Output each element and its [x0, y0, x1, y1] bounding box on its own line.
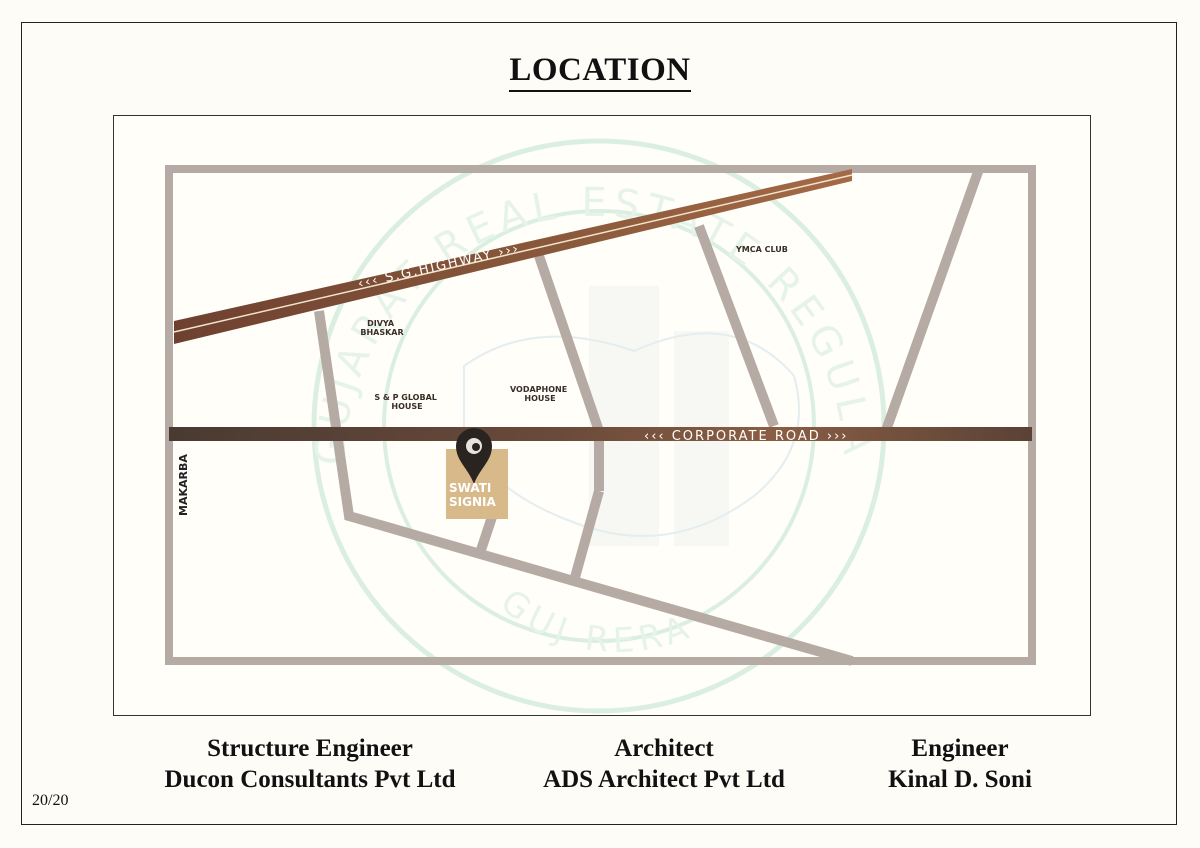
credit-name: Kinal D. Soni	[888, 766, 1032, 793]
svg-text:GUJ RERA: GUJ RERA	[493, 582, 699, 662]
sg-highway	[174, 169, 852, 344]
location-map: GUJARAT REAL ESTATE REGULATORY AUTHORITY…	[113, 115, 1091, 716]
credit-role: Engineer	[911, 735, 1009, 762]
ring-road	[165, 165, 1036, 665]
credit-role: Structure Engineer	[207, 735, 413, 762]
credit-architect: Architect ADS Architect Pvt Ltd	[514, 733, 814, 795]
location-pin-icon	[456, 428, 492, 484]
vodaphone-house-label: VODAPHONE HOUSE	[510, 385, 570, 403]
corporate-road	[169, 427, 1032, 441]
map-svg: GUJARAT REAL ESTATE REGULATORY AUTHORITY…	[114, 116, 1036, 714]
page-title: LOCATION	[0, 52, 1200, 92]
credit-role: Architect	[614, 735, 714, 762]
credit-name: Ducon Consultants Pvt Ltd	[164, 766, 456, 793]
watermark-bottom-text: GUJ RERA	[493, 582, 693, 662]
divya-bhaskar-label: DIVYA BHASKAR	[360, 319, 403, 337]
credit-name: ADS Architect Pvt Ltd	[543, 766, 785, 793]
page-number: 20/20	[32, 792, 69, 809]
sp-global-house-label: S & P GLOBAL HOUSE	[374, 393, 439, 411]
project-name-label: SWATI SIGNIA	[449, 481, 496, 509]
credit-engineer: Engineer Kinal D. Soni	[860, 733, 1060, 795]
corporate-road-label: ‹‹‹ CORPORATE ROAD ›››	[644, 429, 849, 444]
ymca-club-label: YMCA CLUB	[735, 245, 788, 254]
credit-structure-engineer: Structure Engineer Ducon Consultants Pvt…	[150, 733, 470, 795]
makarba-label: MAKARBA	[177, 454, 190, 516]
page-frame	[21, 22, 1177, 825]
